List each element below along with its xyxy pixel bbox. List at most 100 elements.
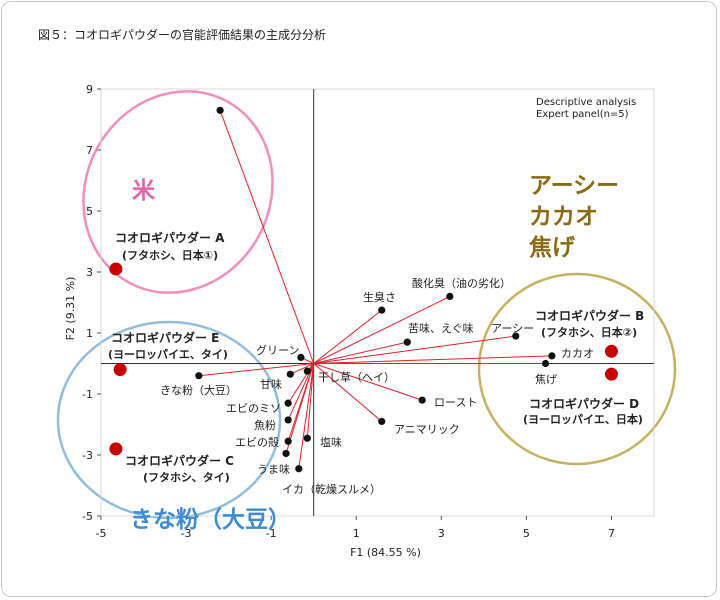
x-tick-label: 5 bbox=[523, 527, 530, 540]
attribute-label: 甘味 bbox=[260, 378, 282, 391]
sample-point bbox=[109, 262, 123, 276]
cluster-ellipse-earthy bbox=[477, 272, 677, 466]
attribute-label: ロースト bbox=[434, 396, 477, 409]
attribute-label: 干し草（ヘイ） bbox=[318, 371, 395, 384]
attribute-point bbox=[297, 353, 305, 361]
y-tick-label: 7 bbox=[86, 144, 93, 157]
sample-label: コオロギパウダー E bbox=[111, 330, 219, 345]
attribute-point bbox=[378, 417, 386, 426]
attribute-point bbox=[548, 352, 556, 360]
attribute-point bbox=[418, 396, 426, 404]
attribute-point bbox=[446, 292, 454, 300]
group-label: カカオ bbox=[529, 204, 598, 230]
sample-point bbox=[109, 442, 123, 456]
attribute-point bbox=[303, 434, 311, 442]
sample-sublabel: (ヨーロッパイエ、日本) bbox=[523, 412, 643, 426]
attribute-label: アニマリック bbox=[394, 423, 460, 436]
sample-sublabel: (フタホシ、タイ) bbox=[143, 471, 230, 484]
attribute-label: 生臭さ bbox=[363, 290, 396, 304]
attribute-vector bbox=[219, 110, 315, 364]
attribute-vector bbox=[313, 341, 408, 364]
attribute-vector bbox=[298, 363, 315, 469]
y-tick-label: -3 bbox=[82, 449, 93, 462]
group-label: 焦げ bbox=[529, 234, 576, 261]
attribute-point bbox=[216, 106, 224, 114]
attribute-label: カカオ bbox=[561, 347, 594, 360]
attribute-point bbox=[295, 465, 303, 473]
attribute-vector bbox=[313, 355, 552, 364]
sample-label: コオロギパウダー B bbox=[535, 308, 644, 323]
attribute-label: イカ（乾燥スルメ） bbox=[282, 483, 381, 496]
attribute-vector bbox=[313, 363, 423, 401]
attribute-point bbox=[541, 359, 550, 368]
x-tick-label: -5 bbox=[96, 527, 107, 540]
attribute-label: 酸化臭（油の劣化） bbox=[412, 276, 511, 290]
attribute-vector bbox=[313, 295, 451, 364]
attribute-vector bbox=[313, 309, 383, 364]
attribute-label: 苦味、えぐ味 bbox=[408, 322, 474, 335]
sample-label: コオロギパウダー C bbox=[125, 453, 234, 468]
attribute-label: 塩味 bbox=[320, 435, 342, 449]
attribute-point bbox=[303, 367, 311, 375]
group-label: きな粉（大豆） bbox=[130, 506, 291, 533]
attribute-point bbox=[378, 306, 386, 314]
x-tick-label: 1 bbox=[353, 527, 360, 540]
attribute-label: エビの殻 bbox=[235, 435, 279, 449]
attribute-point bbox=[195, 372, 203, 380]
x-tick-label: -1 bbox=[266, 527, 277, 540]
y-tick-label: -1 bbox=[82, 388, 93, 401]
attribute-label: 焦げ bbox=[535, 373, 557, 386]
attribute-vector bbox=[290, 363, 314, 375]
sample-sublabel: (ヨーロッパイエ、タイ) bbox=[108, 348, 228, 361]
labels: 酸化臭（油の劣化）生臭さ苦味、えぐ味アーシーカカオ焦げグリーン干し草（ヘイ）甘味… bbox=[108, 173, 644, 533]
attribute-point bbox=[286, 370, 294, 378]
cluster-ellipse-rice bbox=[82, 90, 274, 294]
sample-point bbox=[113, 363, 127, 377]
attribute-label: きな粉（大豆） bbox=[160, 383, 237, 397]
y-tick-label: -5 bbox=[82, 510, 93, 523]
attribute-point bbox=[284, 437, 292, 445]
sample-label: コオロギパウダー D bbox=[529, 396, 639, 411]
plot-frame bbox=[100, 88, 655, 517]
x-tick-label: 3 bbox=[438, 527, 445, 540]
attribute-vector bbox=[198, 363, 314, 377]
attribute-point bbox=[284, 399, 292, 407]
x-tick-label: 7 bbox=[608, 527, 615, 540]
attribute-point bbox=[284, 416, 292, 424]
sample-sublabel: (フタホシ、日本②) bbox=[541, 325, 637, 339]
sample-sublabel: (フタホシ、日本①) bbox=[122, 248, 218, 262]
attribute-label: 魚粉 bbox=[254, 419, 276, 432]
sample-label: コオロギパウダー A bbox=[115, 230, 225, 245]
y-tick-label: 1 bbox=[86, 327, 93, 340]
group-label: 米 bbox=[132, 178, 156, 204]
attribute-vectors bbox=[198, 110, 552, 469]
y-axis-label: F2 (9.31 %) bbox=[64, 277, 77, 341]
cluster-ellipse-kinako bbox=[56, 320, 282, 520]
attribute-vector bbox=[313, 363, 383, 422]
attribute-label: グリーン bbox=[256, 343, 299, 357]
attribute-label: アーシー bbox=[491, 322, 534, 335]
y-tick-label: 9 bbox=[86, 83, 93, 96]
x-tick-label: -3 bbox=[181, 527, 192, 540]
attribute-vector bbox=[313, 335, 516, 364]
attribute-label: エビのミソ bbox=[226, 402, 281, 415]
y-tick-label: 5 bbox=[86, 205, 93, 218]
sample-point bbox=[604, 344, 618, 358]
attribute-vector bbox=[306, 363, 315, 439]
note-line: Expert panel(n=5) bbox=[536, 109, 629, 120]
attribute-point bbox=[403, 338, 411, 346]
x-axis-label: F1 (84.55 %) bbox=[350, 546, 421, 559]
attribute-point bbox=[282, 449, 290, 458]
group-label: アーシー bbox=[529, 173, 619, 199]
cluster-ellipses bbox=[56, 90, 677, 520]
attribute-vector bbox=[285, 363, 315, 454]
figure-title: 図５：コオロギパウダーの官能評価結果の主成分分析 bbox=[38, 28, 327, 42]
points bbox=[109, 106, 618, 473]
note-line: Descriptive analysis bbox=[536, 97, 636, 108]
attribute-point bbox=[512, 332, 520, 340]
attribute-label: うま味 bbox=[257, 463, 290, 476]
sample-point bbox=[604, 367, 618, 381]
